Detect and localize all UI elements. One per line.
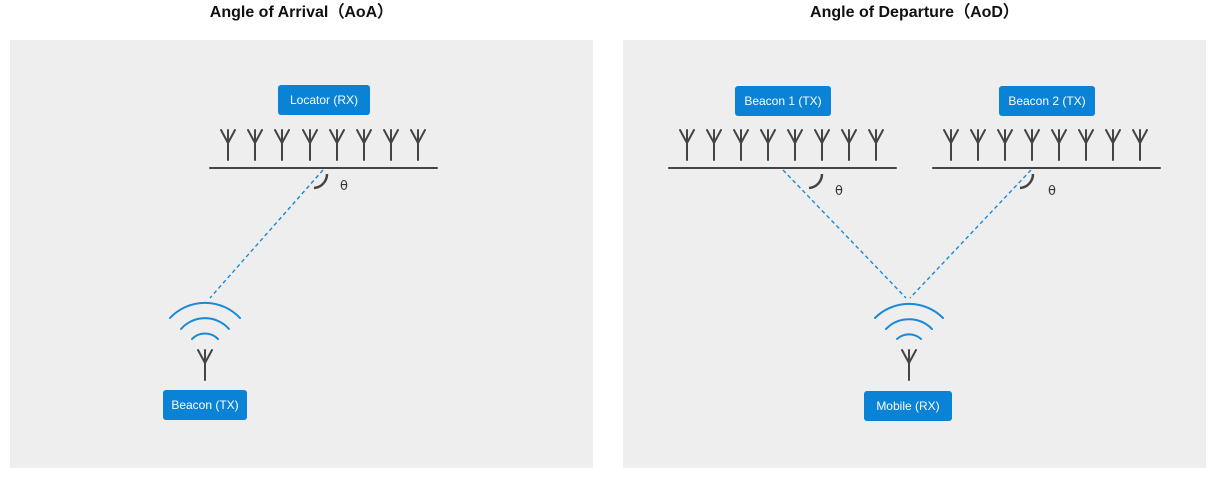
wifi-signal-icon xyxy=(169,301,241,340)
aoa-diagram: θ xyxy=(169,129,438,381)
beacon2-label: Beacon 2 (TX) xyxy=(999,86,1095,116)
theta-label-1: θ xyxy=(835,184,843,199)
aoa-panel: θ Locator (RX) Beacon (TX) xyxy=(10,40,593,468)
antenna-icon xyxy=(679,129,884,161)
signal-path-2 xyxy=(909,169,1032,299)
angle-arc-icon xyxy=(808,173,824,190)
angle-arc-icon xyxy=(313,173,329,190)
signal-path-1 xyxy=(782,169,907,299)
antenna-icon xyxy=(197,349,213,381)
aod-diagram: θ θ xyxy=(668,129,1161,381)
antenna-icon xyxy=(901,349,917,381)
aod-title: Angle of Departure（AoD） xyxy=(810,4,1019,21)
antenna-icon xyxy=(220,129,426,161)
theta-label-2: θ xyxy=(1048,184,1056,199)
aod-panel: θ θ Beacon 1 (TX) Beacon 2 (TX) Mobile (… xyxy=(623,40,1206,468)
mobile-label: Mobile (RX) xyxy=(864,391,952,421)
locator-label: Locator (RX) xyxy=(278,85,370,115)
beacon2-antenna-array xyxy=(932,129,1161,169)
theta-label: θ xyxy=(340,179,348,194)
beacon1-label: Beacon 1 (TX) xyxy=(735,86,831,116)
angle-arc-icon xyxy=(1019,173,1035,190)
locator-antenna-array xyxy=(209,129,438,169)
aoa-title: Angle of Arrival（AoA） xyxy=(209,4,394,21)
antenna-icon xyxy=(943,129,1148,161)
wifi-signal-icon xyxy=(874,302,944,340)
beacon1-antenna-array xyxy=(668,129,897,169)
signal-path xyxy=(209,169,324,299)
beacon-label: Beacon (TX) xyxy=(163,390,247,420)
